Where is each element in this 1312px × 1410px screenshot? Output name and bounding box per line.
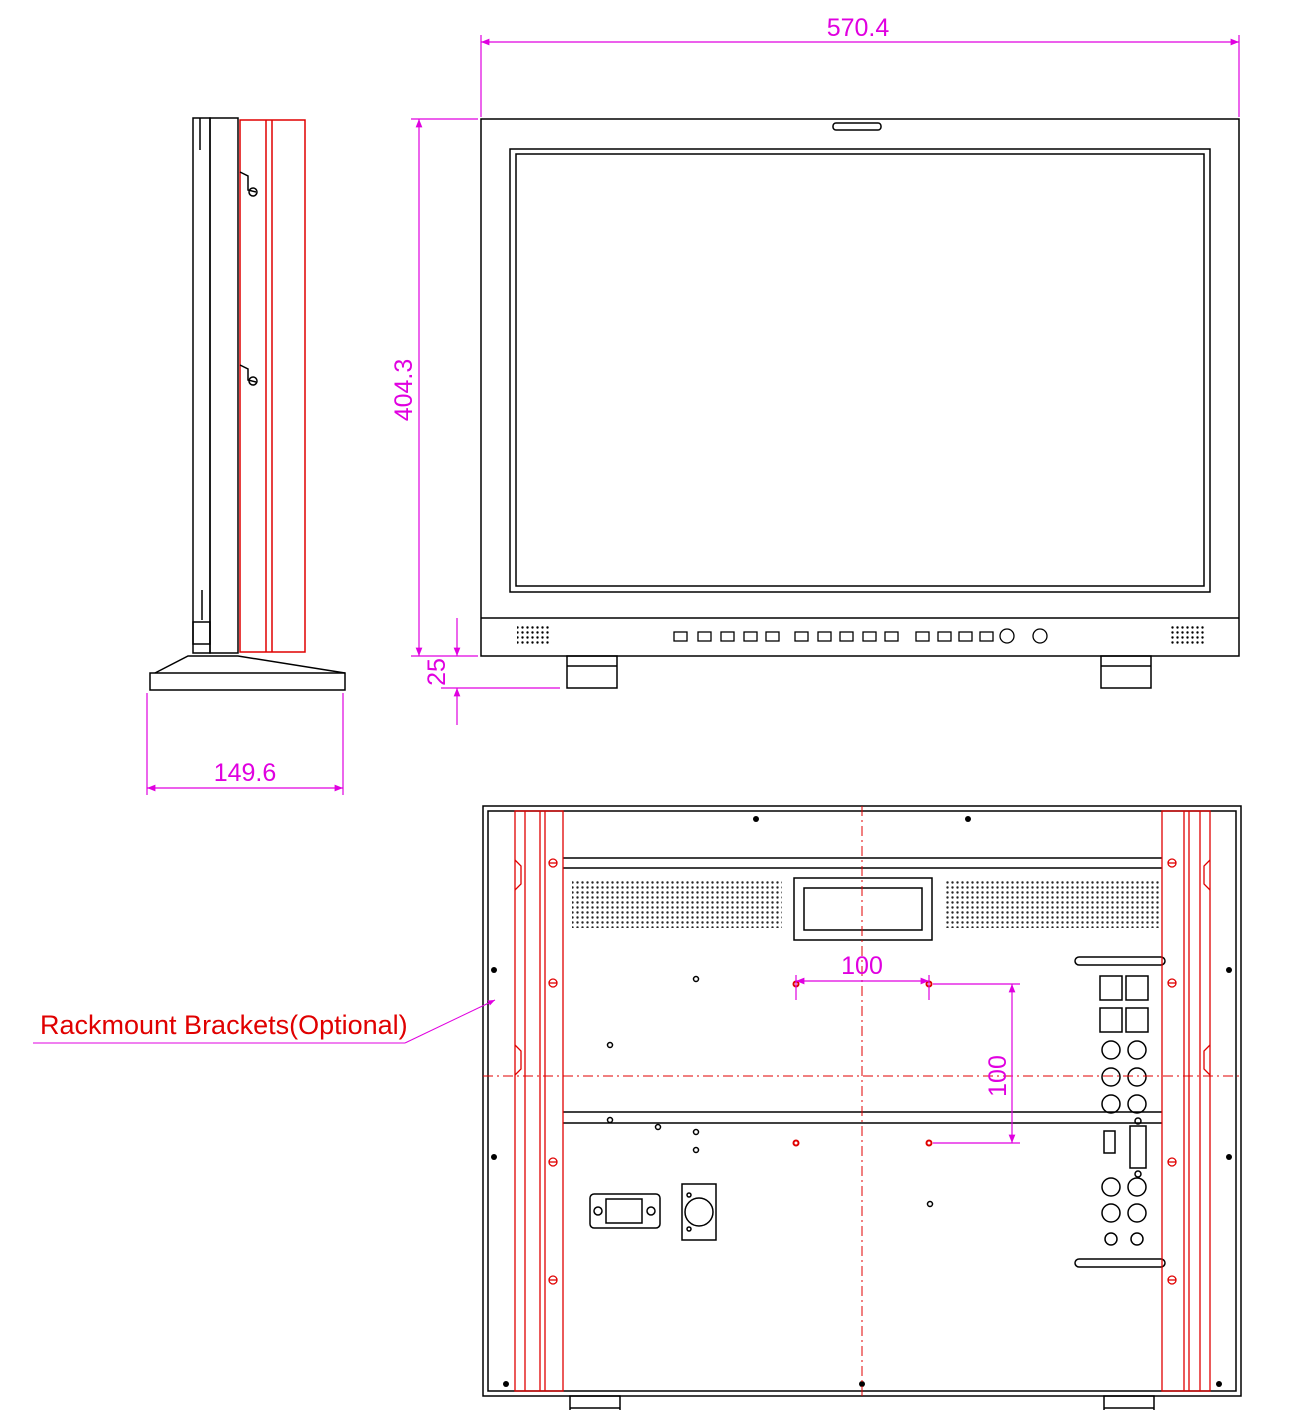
front-button: [937, 631, 952, 642]
front-screen: [515, 153, 1205, 587]
front-button: [817, 631, 832, 642]
bnc-4: [1127, 1067, 1147, 1087]
rear-handle: [793, 877, 933, 941]
side-view: [149, 117, 346, 691]
rear-holes: [606, 975, 934, 1208]
rear-foot-left: [569, 1395, 621, 1410]
front-screen-frame: [509, 148, 1211, 593]
rackmount-leader: [33, 999, 496, 1044]
width-dimension: [480, 35, 1240, 117]
front-button: [839, 631, 854, 642]
width-label: 570.4: [827, 14, 890, 42]
knob-1: [999, 628, 1015, 644]
vesa-horizontal-dimension: [795, 975, 930, 1000]
rear-screws: [491, 816, 1232, 1387]
front-bezel: [480, 118, 1240, 657]
front-button: [958, 631, 973, 642]
stand-height-dimension: [441, 618, 560, 725]
bnc-7: [1101, 1177, 1121, 1197]
front-view: [480, 118, 1240, 689]
rackmount-bracket-left: [514, 810, 564, 1392]
front-button: [979, 631, 994, 642]
top-indicator: [832, 122, 882, 131]
speaker-grille-right: [1170, 626, 1204, 644]
front-button: [765, 631, 780, 642]
vesa-vertical-label: 100: [984, 1055, 1012, 1097]
front-button: [884, 631, 899, 642]
connector-sq-1: [1099, 975, 1123, 1001]
depth-label: 149.6: [214, 759, 277, 787]
usb-port: [1103, 1130, 1116, 1154]
dc-connector: [681, 1183, 717, 1241]
power-inlet: [589, 1193, 661, 1229]
bnc-6: [1127, 1094, 1147, 1114]
rca-1: [1104, 1232, 1118, 1246]
db-connector: [1129, 1125, 1147, 1169]
front-foot-right: [1100, 655, 1152, 689]
front-button: [794, 631, 809, 642]
bnc-9: [1101, 1203, 1121, 1223]
bnc-8: [1127, 1177, 1147, 1197]
front-foot-left: [566, 655, 618, 689]
front-button: [697, 631, 712, 642]
front-button: [720, 631, 735, 642]
height-dimension: [411, 118, 478, 657]
rackmount-note: Rackmount Brackets(Optional): [40, 1010, 408, 1040]
front-button: [862, 631, 877, 642]
depth-dimension: [146, 693, 344, 795]
rear-vent-right: [946, 880, 1160, 928]
bnc-5: [1101, 1094, 1121, 1114]
speaker-grille-left: [517, 626, 551, 644]
front-button: [743, 631, 758, 642]
bnc-1: [1101, 1040, 1121, 1060]
connector-sq-3: [1099, 1007, 1123, 1033]
bnc-2: [1127, 1040, 1147, 1060]
bnc-3: [1101, 1067, 1121, 1087]
vesa-vertical-dimension: [933, 983, 1020, 1144]
rackmount-bracket-right: [1161, 810, 1211, 1392]
bnc-10: [1127, 1203, 1147, 1223]
front-button: [915, 631, 930, 642]
rear-foot-right: [1103, 1395, 1155, 1410]
stand-height-label: 25: [423, 658, 451, 686]
side-bracket: [239, 119, 306, 653]
front-button: [673, 631, 688, 642]
knob-2: [1032, 628, 1048, 644]
vesa-horizontal-label: 100: [841, 952, 883, 980]
rear-vent-left: [572, 880, 782, 928]
front-control-buttons: [673, 631, 994, 642]
height-label: 404.3: [390, 359, 418, 422]
center-lines: [483, 806, 1241, 1396]
rca-2: [1130, 1232, 1144, 1246]
connector-sq-2: [1125, 975, 1149, 1001]
connector-sq-4: [1125, 1007, 1149, 1033]
